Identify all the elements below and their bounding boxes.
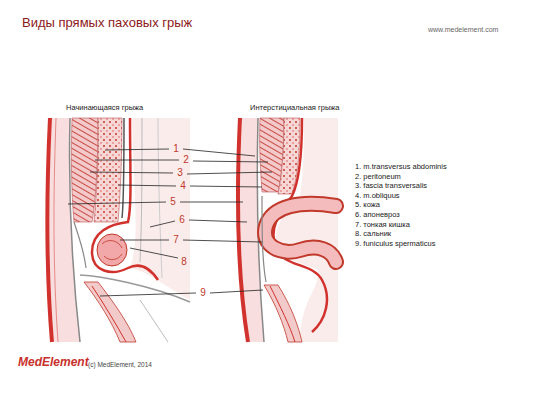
legend-item: 1. m.transversus abdominis: [355, 163, 447, 172]
legend-item: 3. fascia transversalis: [355, 182, 427, 191]
left-figure: [47, 118, 190, 342]
legend-item: 5. кожа: [355, 201, 380, 210]
callout-number: 8: [181, 256, 187, 268]
leader-lines: [68, 149, 272, 296]
callout-number: 7: [173, 234, 179, 246]
figure-caption: Интерстициальная грыжа: [250, 104, 339, 113]
logo-text: MedElement: [18, 356, 89, 370]
callout-number: 9: [200, 287, 206, 299]
callout-number: 6: [179, 214, 185, 226]
legend-item: 4. m.obliquus: [355, 192, 400, 201]
figure-caption: Начинающаяся грыжа: [66, 104, 143, 113]
legend-item: 2. peritoneum: [355, 173, 401, 182]
legend-item: 9. funiculus spermaticus: [355, 240, 435, 249]
legend-item: 8. сальник: [355, 230, 391, 239]
callout-number: 5: [170, 196, 176, 208]
copyright-note: (c) MedElement, 2014: [88, 361, 152, 368]
right-figure: [238, 118, 338, 342]
legend-item: 6. апоневроз: [355, 211, 400, 220]
legend-item: 7. тонкая кишка: [355, 221, 410, 230]
callout-number: 4: [180, 180, 186, 192]
diagram-title: Виды прямых паховых грыж: [22, 16, 192, 31]
callout-number: 3: [177, 167, 183, 179]
callout-number: 1: [173, 143, 179, 155]
callout-number: 2: [183, 154, 189, 166]
website-url: www.medelement.com: [428, 26, 498, 34]
